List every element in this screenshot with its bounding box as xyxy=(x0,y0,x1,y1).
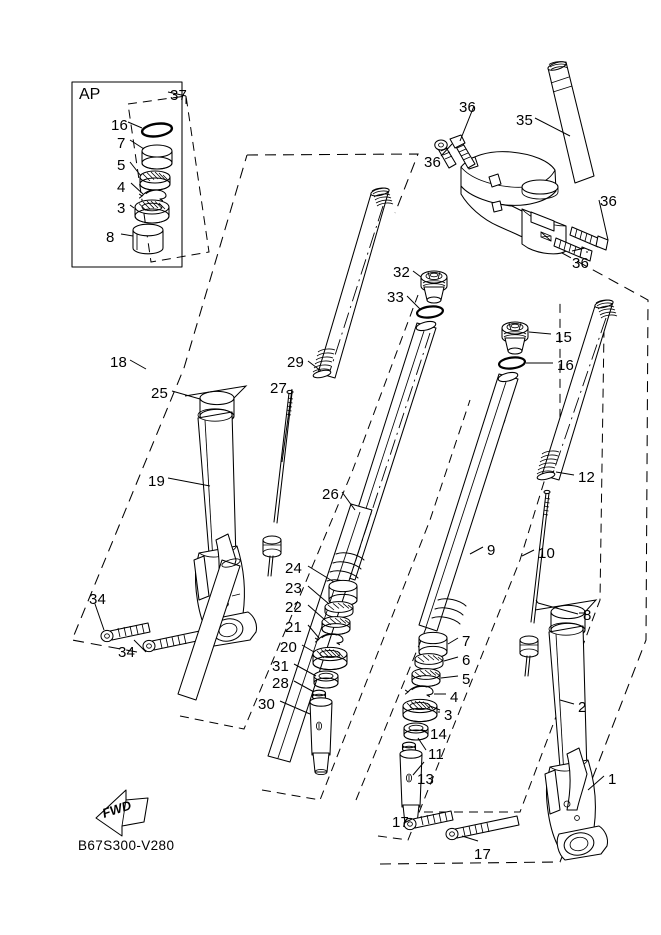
callout-30: 30 xyxy=(258,696,276,713)
steering-stem-35 xyxy=(460,61,595,255)
callout-22: 22 xyxy=(285,599,303,616)
callout-29: 29 xyxy=(287,354,305,371)
callout-32: 32 xyxy=(393,264,411,281)
callout-9: 9 xyxy=(487,542,496,559)
seal-stack-right xyxy=(399,598,467,828)
callout-36-b: 36 xyxy=(424,154,442,171)
group-boundary-18 xyxy=(71,154,248,653)
callout-36-d: 36 xyxy=(572,255,590,272)
callout-11: 11 xyxy=(428,746,444,763)
callout-35: 35 xyxy=(516,112,534,129)
callout-28: 28 xyxy=(272,675,290,692)
bolt-17-pair xyxy=(403,810,520,841)
callout-3-ap: 3 xyxy=(117,200,126,217)
callout-36-c: 36 xyxy=(600,193,618,210)
callout-leaders xyxy=(94,105,609,842)
callout-19: 19 xyxy=(148,473,166,490)
callout-25: 25 xyxy=(151,385,169,402)
callout-14: 14 xyxy=(430,726,448,743)
callout-12: 12 xyxy=(578,469,596,486)
callout-17-b: 17 xyxy=(474,846,492,863)
callout-26: 26 xyxy=(322,486,340,503)
group-boundary-1 xyxy=(379,229,649,865)
diagram-code: B67S300-V280 xyxy=(78,838,175,853)
callout-5-right: 5 xyxy=(462,671,471,688)
callout-37: 37 xyxy=(170,87,188,104)
inner-tube-left-29 xyxy=(312,187,394,379)
callout-16: 16 xyxy=(557,357,575,374)
callout-8-right: 8 xyxy=(583,607,592,624)
fork-cap-32 xyxy=(420,270,448,304)
oring-16 xyxy=(497,356,527,370)
callout-34-a: 34 xyxy=(89,591,107,608)
fork-cap-15 xyxy=(501,321,529,355)
damper-rod-27 xyxy=(262,389,294,577)
right-fork-leg xyxy=(544,604,609,861)
callout-21: 21 xyxy=(285,619,303,636)
callout-13: 13 xyxy=(417,771,435,788)
callout-23: 23 xyxy=(285,580,303,597)
ap-inset-box xyxy=(71,81,210,268)
callout-7-ap: 7 xyxy=(117,135,126,152)
callout-33: 33 xyxy=(387,289,405,306)
callout-36-a: 36 xyxy=(459,99,477,116)
callout-3-right: 3 xyxy=(444,707,453,724)
callout-27: 27 xyxy=(270,380,288,397)
callout-2: 2 xyxy=(578,699,587,716)
outer-tube-26-lower xyxy=(177,558,241,701)
callout-4-right: 4 xyxy=(450,689,459,706)
callout-6: 6 xyxy=(462,652,471,669)
callout-18: 18 xyxy=(110,354,128,371)
callout-34-b: 34 xyxy=(118,644,136,661)
callout-16-ap: 16 xyxy=(111,117,129,134)
group-boundary-9 xyxy=(377,300,561,841)
callout-24: 24 xyxy=(285,560,303,577)
callout-5-ap: 5 xyxy=(117,157,126,174)
callout-7-right: 7 xyxy=(462,633,471,650)
callout-1: 1 xyxy=(608,771,617,788)
seal-stack-left xyxy=(309,579,358,776)
callout-4-ap: 4 xyxy=(117,179,126,196)
damper-rod-10 xyxy=(519,489,551,677)
callout-8-ap: 8 xyxy=(106,229,115,246)
callout-10: 10 xyxy=(538,545,556,562)
oring-33 xyxy=(415,305,445,319)
inset-label-ap: AP xyxy=(79,86,101,103)
group-boundary-middle xyxy=(179,153,419,730)
callout-15: 15 xyxy=(555,329,573,346)
inner-tube-right-outer xyxy=(536,299,618,481)
callout-20: 20 xyxy=(280,639,298,656)
inner-tube-right xyxy=(418,321,529,632)
fwd-arrow-icon: FWD xyxy=(95,789,149,837)
callout-31: 31 xyxy=(272,658,290,675)
callout-17-a: 17 xyxy=(392,814,410,831)
bolt-36-upper-pair xyxy=(434,134,476,169)
